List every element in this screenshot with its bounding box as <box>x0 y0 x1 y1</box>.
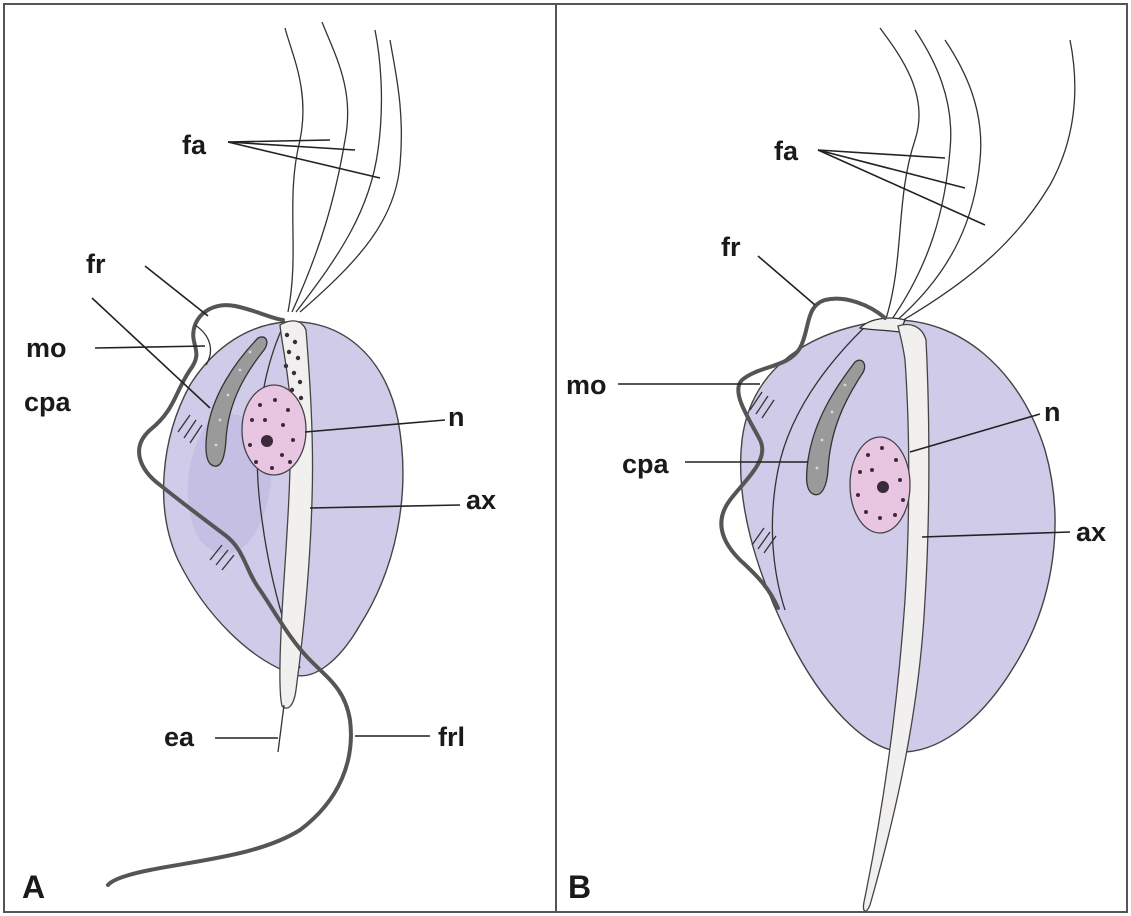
panel-a-label-ea: ea <box>164 722 195 752</box>
panel-b-anterior-flagella <box>880 28 1075 322</box>
panel-b-label-cpa: cpa <box>622 449 670 479</box>
panel-b-label-n: n <box>1044 397 1061 427</box>
panel-b-label-fa: fa <box>774 136 799 166</box>
panel-b-label-ax: ax <box>1076 517 1106 547</box>
panel-b-label-fr: fr <box>721 232 741 262</box>
panel-a-label-fr: fr <box>86 249 106 279</box>
panel-a-label-frl: frl <box>438 722 465 752</box>
panel-a-label-mo: mo <box>26 333 67 363</box>
panel-a-anterior-flagella <box>285 22 401 312</box>
panel-a-label-n: n <box>448 402 465 432</box>
panel-b: fa fr mo cpa n ax B <box>566 28 1106 911</box>
panel-b-letter: B <box>568 869 591 905</box>
panel-a-letter: A <box>22 869 45 905</box>
panel-a: fa fr mo cpa n ax ea frl A <box>22 22 496 905</box>
panel-b-label-mo: mo <box>566 370 607 400</box>
panel-a-label-cpa: cpa <box>24 387 72 417</box>
panel-a-label-ax: ax <box>466 485 496 515</box>
panel-a-label-fa: fa <box>182 130 207 160</box>
